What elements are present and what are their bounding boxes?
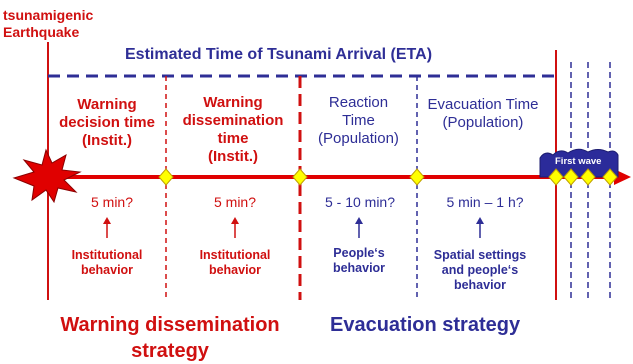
actor-line: behavior: [453, 278, 507, 292]
phase-title-line: (Instit.): [208, 148, 258, 165]
marker-diamond: [563, 168, 579, 186]
phase-title-line: Time: [342, 112, 375, 129]
first-wave-label: First wave: [555, 156, 602, 167]
event-label: tsunamigenic Earthquake: [3, 7, 94, 40]
earthquake-star-icon: [12, 148, 82, 204]
duration-reaction: 5 - 10 min?: [324, 194, 396, 210]
phase-title-line: dissemination: [182, 112, 284, 129]
first-wave-shape: [539, 148, 619, 178]
eta-label: Estimated Time of Tsunami Arrival (ETA): [125, 46, 433, 63]
duration-warning-dissemination: 5 min?: [213, 194, 257, 210]
marker-diamond: [602, 168, 618, 186]
phase-title-reaction: Reaction Time (Population): [300, 94, 417, 148]
actor-reaction: People‘s behavior: [309, 246, 409, 276]
up-arrow-head: [476, 217, 484, 224]
phase-title-line: (Population): [318, 130, 399, 147]
phase-title-warning-decision: Warning decision time (Instit.): [48, 96, 166, 150]
up-arrow-head: [103, 217, 111, 224]
up-arrow-head: [355, 217, 363, 224]
warning-strategy-label: Warning dissemination strategy: [40, 312, 300, 364]
actor-line: behavior: [208, 263, 262, 277]
phase-title-line: Warning: [77, 96, 137, 113]
phase-title-line: Warning: [203, 94, 263, 111]
strategy-line: strategy: [131, 340, 209, 362]
phase-title-line: (Instit.): [82, 132, 132, 149]
marker-diamond: [292, 168, 308, 186]
actor-warning-decision: Institutional behavior: [57, 248, 157, 278]
phase-title-line: (Population): [442, 114, 524, 131]
timeline-markers: [158, 168, 618, 186]
actor-line: behavior: [80, 263, 134, 277]
actor-line: People‘s: [333, 246, 385, 260]
actor-line: behavior: [332, 261, 386, 275]
marker-diamond: [409, 168, 425, 186]
phase-title-line: Reaction: [328, 94, 389, 111]
up-arrow-head: [231, 217, 239, 224]
phase-title-warning-dissemination: Warning dissemination time (Instit.): [166, 94, 300, 166]
marker-diamond: [548, 168, 564, 186]
duration-warning-decision: 5 min?: [90, 194, 134, 210]
phase-title-line: decision time: [59, 114, 155, 131]
phase-title-evacuation: Evacuation Time (Population): [412, 96, 554, 132]
actor-line: Institutional: [199, 248, 271, 262]
actor-warning-dissemination: Institutional behavior: [185, 248, 285, 278]
strategy-line: Warning dissemination: [60, 314, 280, 336]
marker-diamond: [158, 168, 174, 186]
actor-evacuation: Spatial settings and people‘s behavior: [420, 248, 540, 293]
actor-line: Spatial settings: [433, 248, 527, 262]
actor-line: Institutional: [71, 248, 143, 262]
phase-title-line: time: [217, 130, 249, 147]
duration-evacuation: 5 min – 1 h?: [446, 194, 524, 210]
actor-arrows: [103, 217, 484, 238]
actor-line: and people‘s: [441, 263, 519, 277]
evacuation-strategy-label: Evacuation strategy: [330, 314, 521, 336]
phase-title-line: Evacuation Time: [427, 96, 539, 113]
marker-diamond: [580, 168, 596, 186]
